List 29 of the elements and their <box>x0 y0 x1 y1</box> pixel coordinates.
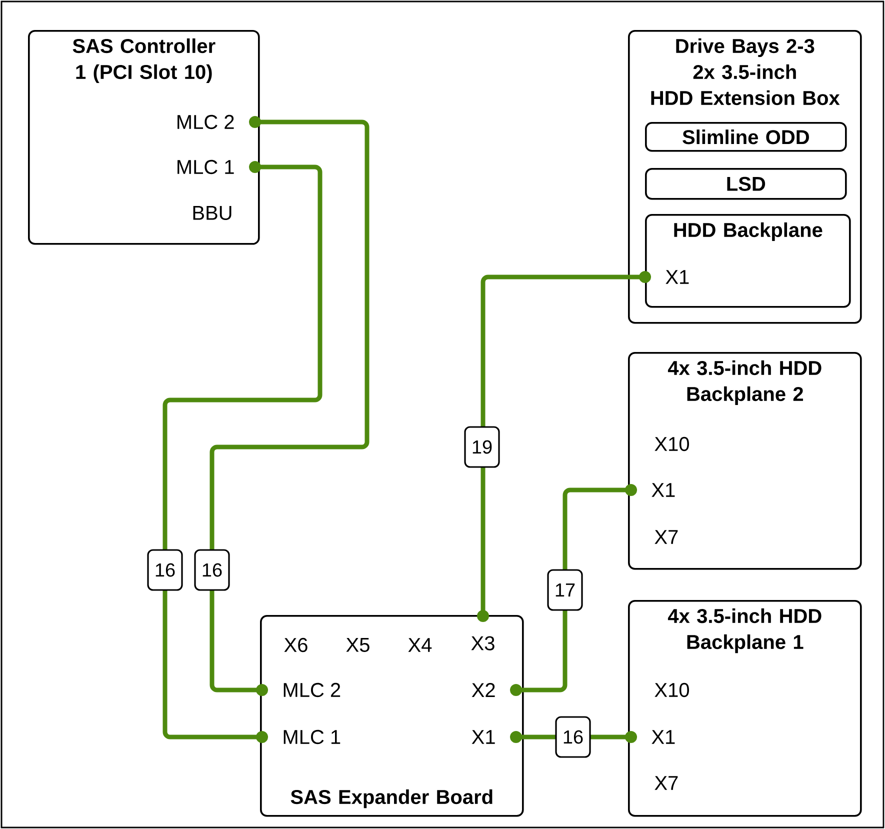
port-label: X4 <box>408 638 432 652</box>
port-label: X1 <box>652 483 675 497</box>
port-label: X7 <box>654 530 678 544</box>
port-label: X10 <box>654 436 689 452</box>
edge-label: 16 <box>194 549 230 591</box>
cable <box>477 271 651 622</box>
port-label: X10 <box>654 682 689 698</box>
cable <box>210 116 370 696</box>
cable <box>162 161 322 743</box>
port-label: MLC 1 <box>178 160 234 174</box>
cable <box>510 484 637 696</box>
port-label: X2 <box>472 683 495 697</box>
edge-label: 16 <box>555 716 591 758</box>
port-label: BBU <box>193 206 232 220</box>
edge-label: 17 <box>547 569 583 611</box>
port-label: X1 <box>652 730 675 744</box>
edge-label: 19 <box>464 426 500 468</box>
edge-label: 16 <box>147 549 183 591</box>
port-label: MLC 2 <box>284 682 340 698</box>
port-label: X1 <box>666 270 689 284</box>
component-box: Slimline ODD <box>645 122 847 152</box>
port-label: X5 <box>346 638 370 652</box>
port-label: X1 <box>472 730 495 744</box>
port-label: X3 <box>471 636 494 650</box>
component-box: LSD <box>645 168 847 200</box>
port-label: X7 <box>654 776 678 790</box>
port-label: X6 <box>284 638 308 652</box>
port-label: MLC 1 <box>284 730 340 744</box>
port-label: MLC 2 <box>178 114 234 130</box>
